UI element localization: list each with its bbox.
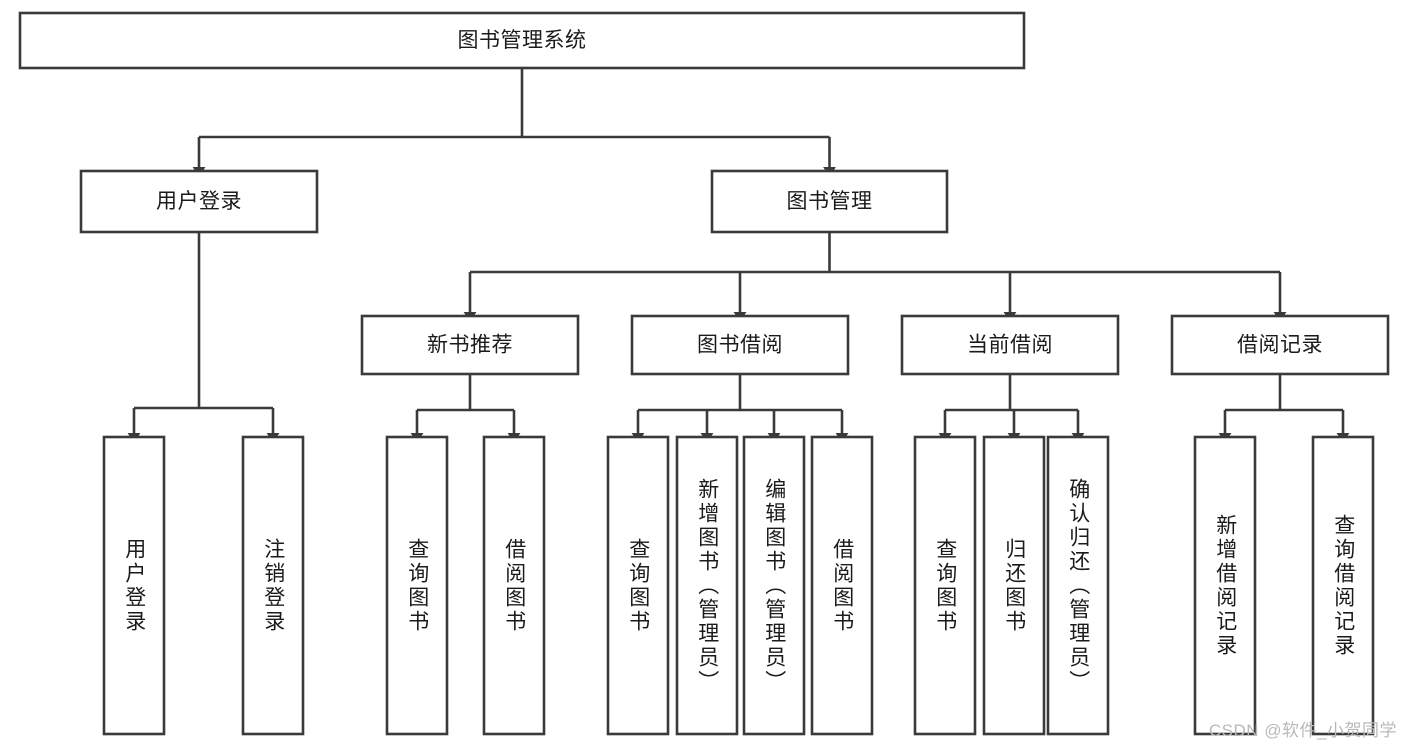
node-level3-0-box[interactable] bbox=[360, 314, 580, 376]
leaf-node-7[interactable] bbox=[810, 435, 874, 736]
leaf-node-6[interactable] bbox=[742, 435, 806, 736]
node-level3-3-label: 借阅记录 bbox=[1237, 334, 1323, 357]
leaf-node-1[interactable] bbox=[241, 435, 305, 736]
watermark: CSDN @软件_小贺同学 bbox=[1208, 721, 1397, 740]
leaf-node-10[interactable] bbox=[1046, 435, 1110, 736]
node-level3-1[interactable]: 图书借阅 bbox=[630, 314, 850, 376]
node-level3-0[interactable]: 新书推荐 bbox=[360, 314, 580, 376]
node-level3-2-box[interactable] bbox=[900, 314, 1120, 376]
node-level3-3-box[interactable] bbox=[1170, 314, 1390, 376]
leaf-node-2[interactable] bbox=[385, 435, 449, 736]
leaf-node-4-box[interactable] bbox=[606, 435, 670, 736]
leaf-node-12-box[interactable] bbox=[1311, 435, 1375, 736]
leaf-node-0[interactable] bbox=[102, 435, 166, 736]
leaf-node-10-box[interactable] bbox=[1046, 435, 1110, 736]
node-level3-2[interactable]: 当前借阅 bbox=[900, 314, 1120, 376]
node-level3-1-label: 图书借阅 bbox=[697, 334, 783, 357]
node-level2-1-label: 图书管理 bbox=[787, 190, 873, 213]
leaf-node-8-box[interactable] bbox=[913, 435, 977, 736]
leaf-node-8[interactable] bbox=[913, 435, 977, 736]
node-level2-0-label: 用户登录 bbox=[156, 190, 242, 213]
node-root-图书管理系统[interactable]: 图书管理系统 bbox=[18, 11, 1026, 70]
node-level3-3[interactable]: 借阅记录 bbox=[1170, 314, 1390, 376]
node-root-图书管理系统-label: 图书管理系统 bbox=[458, 29, 587, 52]
leaf-node-4[interactable] bbox=[606, 435, 670, 736]
node-level2-0-box[interactable] bbox=[79, 169, 319, 234]
node-level2-0[interactable]: 用户登录 bbox=[79, 169, 319, 234]
leaf-node-3-box[interactable] bbox=[482, 435, 546, 736]
leaf-node-5-box[interactable] bbox=[675, 435, 739, 736]
node-level3-2-label: 当前借阅 bbox=[967, 334, 1053, 357]
leaf-node-2-box[interactable] bbox=[385, 435, 449, 736]
node-level2-1[interactable]: 图书管理 bbox=[710, 169, 949, 234]
node-level2-1-box[interactable] bbox=[710, 169, 949, 234]
node-level3-0-label: 新书推荐 bbox=[427, 334, 513, 357]
leaf-node-12[interactable] bbox=[1311, 435, 1375, 736]
leaf-node-9-box[interactable] bbox=[982, 435, 1046, 736]
leaf-node-7-box[interactable] bbox=[810, 435, 874, 736]
leaf-node-3[interactable] bbox=[482, 435, 546, 736]
edges-layer bbox=[127, 68, 1350, 444]
node-level3-1-box[interactable] bbox=[630, 314, 850, 376]
leaf-node-9[interactable] bbox=[982, 435, 1046, 736]
leaf-node-0-box[interactable] bbox=[102, 435, 166, 736]
node-root-图书管理系统-box[interactable] bbox=[18, 11, 1026, 70]
leaf-node-5[interactable] bbox=[675, 435, 739, 736]
leaf-node-6-box[interactable] bbox=[742, 435, 806, 736]
leaf-node-11[interactable] bbox=[1193, 435, 1257, 736]
leaf-node-11-box[interactable] bbox=[1193, 435, 1257, 736]
leaf-node-1-box[interactable] bbox=[241, 435, 305, 736]
